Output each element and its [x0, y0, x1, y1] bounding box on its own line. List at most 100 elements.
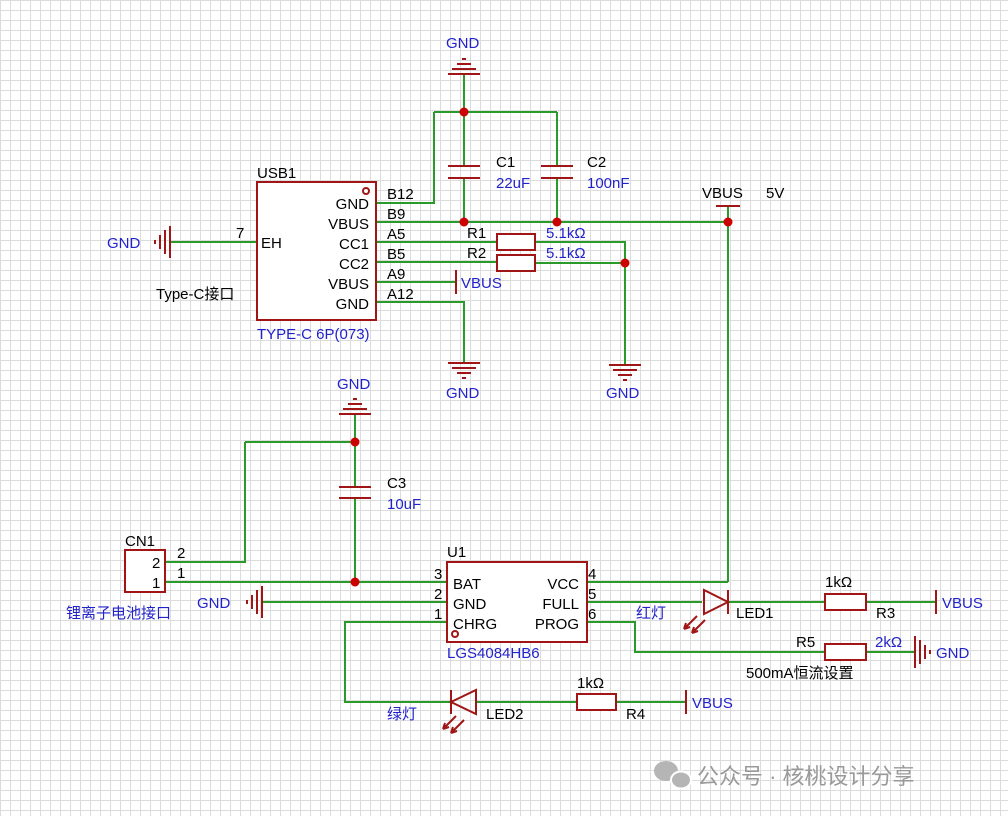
pin-number: B12	[387, 186, 414, 203]
r2-component: R2 5.1kΩ	[467, 245, 586, 272]
usb1-designator: USB1	[257, 165, 296, 182]
led-icon	[703, 588, 731, 616]
capacitor-icon	[339, 486, 371, 499]
pin-number: 1	[434, 606, 442, 623]
u1-part-name: LGS4084HB6	[447, 645, 540, 662]
light-arrow-icon	[683, 615, 706, 634]
gnd-label: GND	[446, 385, 480, 402]
c2-designator: C2	[587, 154, 606, 171]
pin-number: A12	[387, 286, 414, 303]
r1-designator: R1	[467, 225, 486, 242]
led1-note: 红灯	[636, 605, 666, 622]
r1-value: 5.1kΩ	[546, 225, 586, 242]
pin-number: 7	[236, 225, 244, 242]
u1-designator: U1	[447, 544, 466, 561]
cn1-designator: CN1	[125, 533, 155, 550]
gnd-label: GND	[107, 235, 141, 252]
wire	[376, 301, 465, 363]
c2-component: C2 100nF	[541, 154, 630, 192]
gnd-symbol-eh: GND	[107, 226, 171, 258]
led2-note: 绿灯	[387, 706, 417, 723]
r5-designator: R5	[796, 634, 815, 651]
c3-designator: C3	[387, 475, 406, 492]
vbus-voltage-label: 5V	[766, 185, 784, 202]
pin-name: GND	[336, 196, 370, 213]
gnd-icon	[339, 398, 371, 415]
c3-component: C3 10uF	[339, 475, 421, 513]
junction-dot	[552, 217, 562, 227]
r3-component: 1kΩ R3	[824, 574, 895, 622]
vbus-label: VBUS	[702, 185, 743, 202]
pin-number: A5	[387, 226, 405, 243]
c1-designator: C1	[496, 154, 515, 171]
junctions	[350, 107, 733, 587]
gnd-symbol-c3: GND	[337, 376, 371, 415]
r5-value: 2kΩ	[875, 634, 902, 651]
r3-designator: R3	[876, 605, 895, 622]
c1-component: C1 22uF	[448, 154, 530, 192]
pin-number: 6	[588, 606, 596, 623]
pin-number: A9	[387, 266, 405, 283]
led2-designator: LED2	[486, 706, 524, 723]
gnd-label: GND	[446, 35, 480, 52]
gnd-icon	[448, 362, 480, 379]
gnd-icon	[246, 586, 263, 618]
pin-name: EH	[261, 235, 282, 252]
usb1-note: Type-C接口	[156, 286, 234, 303]
vbus-symbol-r4: VBUS	[685, 690, 733, 714]
r4-component: 1kΩ R4	[576, 675, 645, 723]
wire	[344, 621, 450, 703]
gnd-icon	[914, 636, 931, 668]
gnd-label: GND	[337, 376, 371, 393]
watermark-text: 公众号 · 核桃设计分享	[697, 764, 915, 789]
led1-designator: LED1	[736, 605, 774, 622]
wire	[587, 621, 825, 653]
junction-dot	[459, 107, 469, 117]
usb1-body	[256, 181, 377, 321]
r2-designator: R2	[467, 245, 486, 262]
wechat-icon	[654, 761, 692, 790]
pin-number: 3	[434, 566, 442, 583]
u1-component: U1 LGS4084HB6 BAT GND CHRG 3 2 1 VCC FUL…	[434, 544, 596, 662]
resistor-icon	[576, 693, 617, 711]
wire	[165, 442, 246, 563]
gnd-symbol-usb: GND	[446, 362, 480, 402]
capacitor-icon	[448, 165, 480, 179]
junction-dot	[723, 217, 733, 227]
gnd-label: GND	[606, 385, 640, 402]
led1-component: 红灯 LED1	[636, 588, 774, 634]
gnd-icon	[448, 58, 480, 75]
gnd-symbol-u1: GND	[197, 586, 263, 618]
vbus-label: VBUS	[942, 595, 983, 612]
gnd-symbol-cc: GND	[606, 364, 641, 402]
pin1-marker-icon	[362, 187, 370, 195]
pin-name: PROG	[535, 616, 579, 633]
led-icon	[448, 688, 477, 716]
pin-number: 5	[588, 586, 596, 603]
r3-value: 1kΩ	[825, 574, 852, 591]
pin-number: 2	[152, 555, 160, 572]
u1-body	[446, 561, 588, 643]
wire	[376, 112, 435, 204]
pin-number: 2	[177, 545, 185, 562]
usb1-part-name: TYPE-C 6P(073)	[257, 326, 370, 343]
pin-name: FULL	[542, 596, 579, 613]
led2-component: 绿灯 LED2	[387, 688, 524, 734]
pin-name: BAT	[453, 576, 481, 593]
pin-name: CC1	[339, 236, 369, 253]
cn1-note: 锂离子电池接口	[66, 605, 171, 622]
gnd-icon	[609, 364, 641, 381]
prog-note: 500mA恒流设置	[746, 665, 854, 682]
c1-value: 22uF	[496, 175, 530, 192]
pin-number: B5	[387, 246, 405, 263]
r1-component: R1 5.1kΩ	[467, 225, 586, 251]
vbus-label: VBUS	[461, 275, 502, 292]
capacitor-icon	[541, 165, 573, 179]
vbus-symbol-a9: VBUS	[455, 270, 502, 294]
pin-name: CHRG	[453, 616, 497, 633]
r4-value: 1kΩ	[577, 675, 604, 692]
wires	[165, 74, 936, 703]
connector-body	[124, 549, 166, 593]
resistor-icon	[496, 254, 536, 272]
